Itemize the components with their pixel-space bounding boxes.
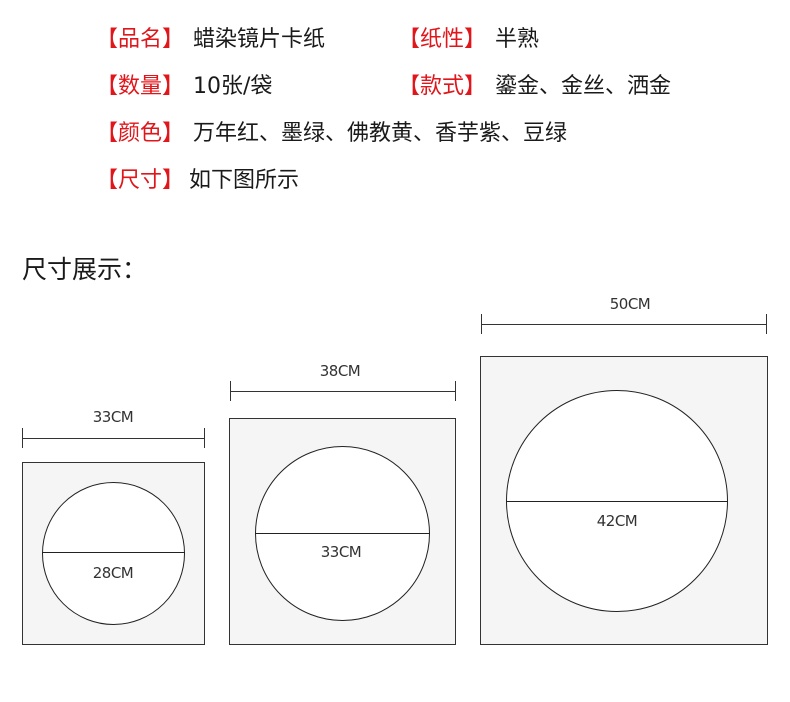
inner-size-label: 33CM [320, 543, 362, 561]
diameter-line [506, 501, 728, 502]
size-section-title: 尺寸展示： [22, 255, 148, 284]
spec-value-size: 如下图所示 [189, 168, 300, 193]
dimension-tick-right [204, 428, 205, 448]
spec-value-style: 鎏金、金丝、洒金 [495, 74, 672, 99]
dimension-tick-right [766, 314, 767, 334]
circle-window [42, 482, 185, 625]
spec-value-name: 蜡染镜片卡纸 [193, 27, 326, 52]
spec-value-paper: 半熟 [495, 27, 540, 52]
spec-row-quantity: 【数量】 10张/袋 【款式】 鎏金、金丝、洒金 [0, 72, 790, 102]
diameter-line [255, 533, 430, 534]
inner-size-label: 28CM [92, 564, 134, 582]
dimension-line [22, 438, 205, 439]
spec-value-color: 万年红、墨绿、佛教黄、香芋紫、豆绿 [193, 121, 568, 146]
spec-label-paper: 【纸性】 [398, 27, 487, 52]
spec-row-name: 【品名】 蜡染镜片卡纸 【纸性】 半熟 [0, 25, 790, 55]
spec-label-quantity: 【数量】 [96, 74, 185, 99]
spec-row-color: 【颜色】 万年红、墨绿、佛教黄、香芋紫、豆绿 [0, 119, 790, 149]
diameter-line [42, 552, 185, 553]
dimension-line [230, 391, 456, 392]
spec-label-color: 【颜色】 [96, 121, 185, 146]
spec-value-quantity: 10张/袋 [193, 74, 273, 99]
dimension-tick-right [455, 381, 456, 401]
dimension-line [481, 324, 767, 325]
spec-label-size: 【尺寸】 [96, 168, 185, 193]
outer-size-label: 50CM [609, 295, 651, 313]
outer-size-label: 38CM [319, 362, 361, 380]
outer-size-label: 33CM [92, 408, 134, 426]
spec-label-name: 【品名】 [96, 27, 185, 52]
spec-label-style: 【款式】 [398, 74, 487, 99]
spec-row-size: 【尺寸】 如下图所示 [0, 166, 790, 196]
inner-size-label: 42CM [596, 512, 638, 530]
